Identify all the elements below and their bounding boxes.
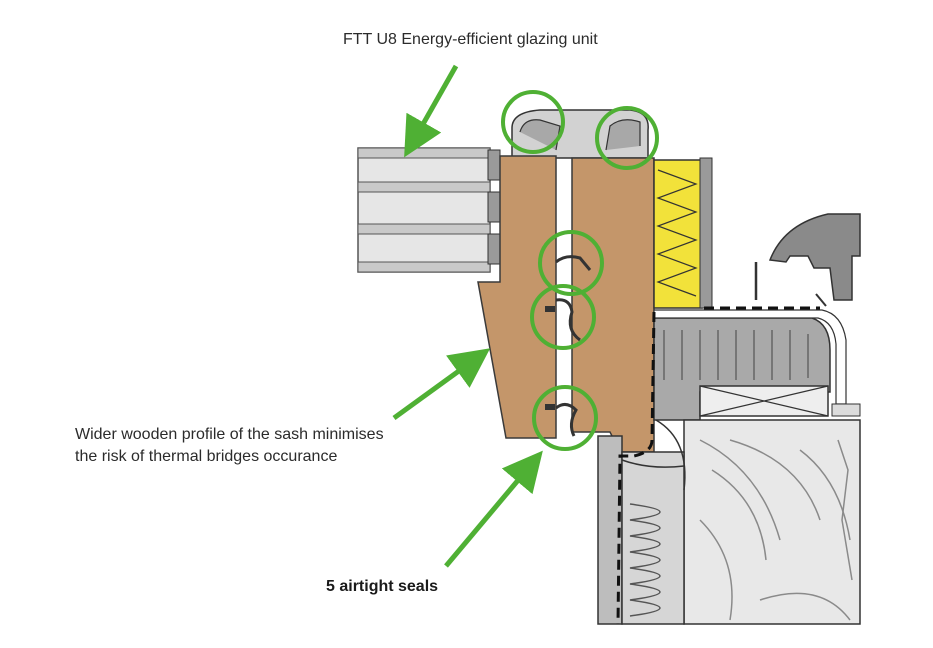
wooden-profile-label: Wider wooden profile of the sash minimis… [75, 424, 455, 468]
structural-beam [683, 419, 861, 625]
pointer-arrows [392, 64, 543, 568]
insulation-block [653, 157, 713, 309]
glazing-arrow [404, 64, 459, 158]
seal-circle-4 [530, 284, 596, 350]
cross-hatch-batten [699, 385, 861, 417]
membrane-line [616, 306, 820, 625]
seals-arrow [444, 450, 543, 568]
wooden-sash [477, 155, 557, 439]
seal-circle-2 [595, 106, 659, 170]
wooden-profile-label-line-1: Wider wooden profile of the sash minimis… [75, 426, 384, 443]
wooden-frame [571, 157, 655, 453]
glazing-bead [511, 109, 649, 159]
glazing-unit-label: FTT U8 Energy-efficient glazing unit [343, 31, 598, 48]
gap-seals [545, 255, 592, 437]
glazing-unit [357, 147, 501, 273]
seal-circle-1 [501, 90, 565, 154]
seal-circle-3 [538, 230, 604, 296]
seal-callouts [501, 90, 659, 451]
airtight-seals-label: 5 airtight seals [326, 578, 439, 595]
wooden-profile-label-line-2: the risk of thermal bridges occurance [75, 448, 338, 465]
seal-circle-5 [532, 385, 598, 451]
profile-arrow [392, 348, 491, 421]
flashing-profile [754, 213, 861, 307]
